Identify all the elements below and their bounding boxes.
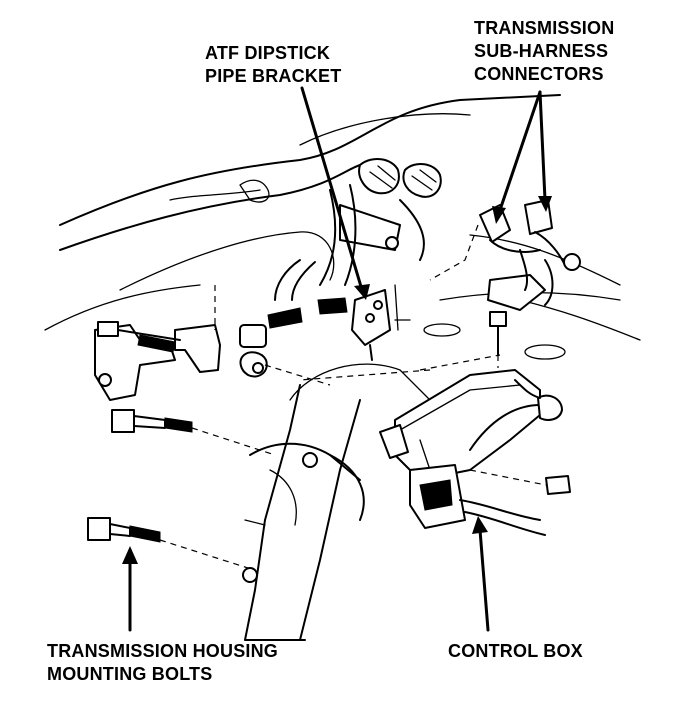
transmission-housing [242,384,365,641]
sub-harness-connectors-label: TRANSMISSION SUB-HARNESS CONNECTORS [474,17,614,86]
housing-mounting-bolts-label: TRANSMISSION HOUSING MOUNTING BOLTS [47,640,278,686]
atf-label-line-1: ATF DIPSTICK [205,43,331,63]
sub-harness-label-line-3: CONNECTORS [474,64,604,84]
control-box-shape [299,354,571,536]
left-bracket [94,285,221,401]
atf-dipstick-bracket [351,284,399,361]
housing-mounting-bolts [87,409,276,569]
engine-outline [44,94,641,401]
control-box-bolt [489,311,507,368]
hoses [274,158,442,301]
housing-bolts-label-line-2: MOUNTING BOLTS [47,664,213,684]
housing-bolts-label-line-1: TRANSMISSION HOUSING [47,641,279,661]
control-box-label-line-1: CONTROL BOX [448,641,583,661]
sub-harness-label-line-2: SUB-HARNESS [474,41,609,61]
control-box-label: CONTROL BOX [448,640,583,663]
fittings [239,297,348,386]
atf-label-line-2: PIPE BRACKET [205,66,342,86]
sub-harness-connectors [429,199,581,311]
atf-dipstick-pipe-bracket-label: ATF DIPSTICK PIPE BRACKET [205,42,341,88]
leader-lines [122,86,552,632]
sub-harness-label-line-1: TRANSMISSION [474,18,615,38]
